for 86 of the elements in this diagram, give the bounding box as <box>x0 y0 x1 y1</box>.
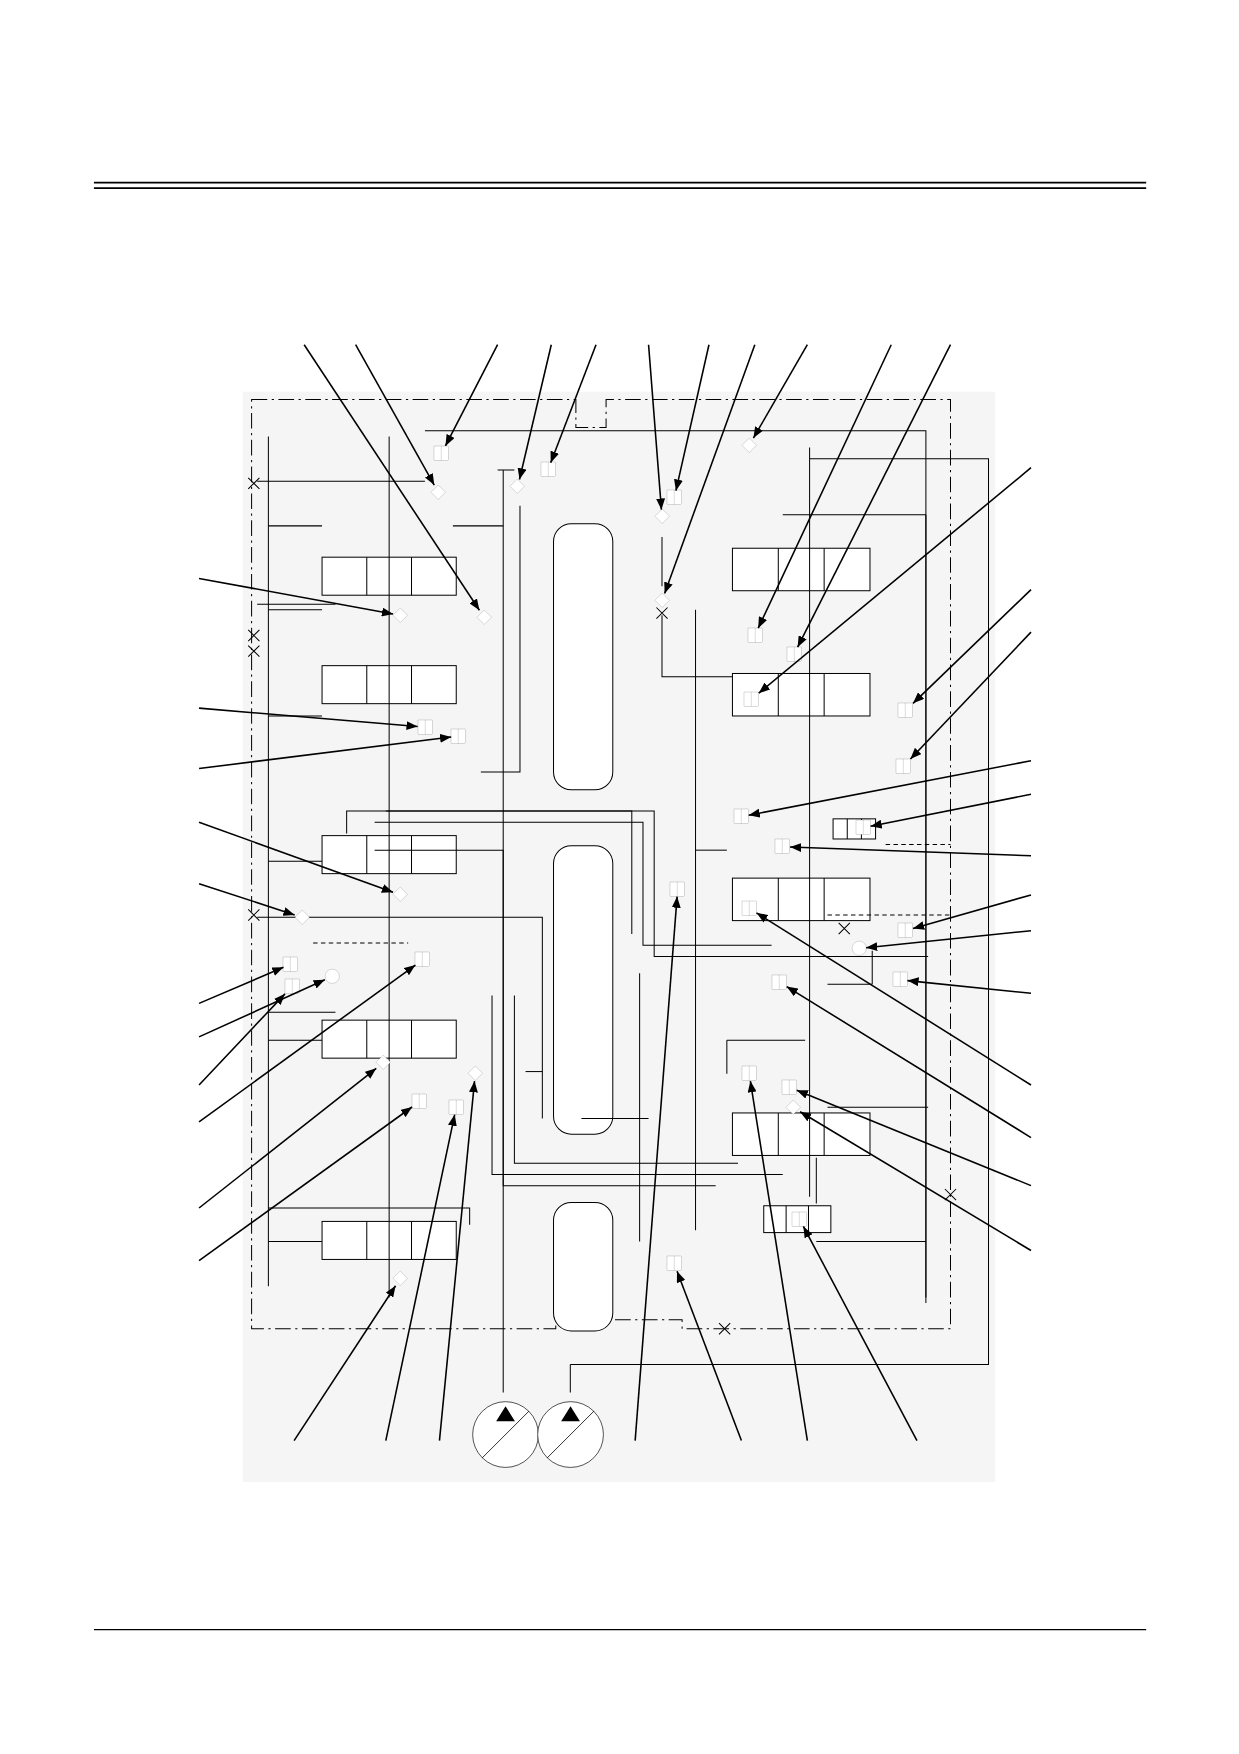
leader-line <box>385 1113 457 1442</box>
leader-line <box>796 343 952 648</box>
check-valve-symbol <box>467 1066 483 1081</box>
pump-symbol <box>471 1401 539 1469</box>
pump-symbol <box>536 1401 604 1469</box>
check-valve-symbol <box>785 1099 801 1115</box>
leader-line <box>785 985 1032 1139</box>
leader-line <box>303 343 481 612</box>
leader-line <box>198 966 285 1005</box>
valve-symbol <box>782 1079 797 1095</box>
check-valve-symbol <box>294 909 310 925</box>
leader-line <box>198 707 419 731</box>
valve-symbol <box>670 881 685 897</box>
valve-symbol <box>417 719 433 735</box>
leader-line <box>674 343 710 492</box>
leader-line <box>755 912 1032 1086</box>
leader-line <box>795 1089 1032 1187</box>
leader-line <box>647 343 665 511</box>
leader-line <box>912 588 1032 705</box>
valve-symbol <box>448 1099 464 1115</box>
leader-line <box>549 343 597 464</box>
leader-line <box>747 1080 809 1442</box>
valve-symbol <box>434 445 449 461</box>
leader-line <box>757 466 1032 694</box>
valve-symbol <box>898 702 913 718</box>
leader-line <box>865 929 1032 952</box>
leader-line <box>198 1106 413 1262</box>
leader-line <box>198 577 394 617</box>
leader-line <box>198 882 296 916</box>
leader-line <box>293 1284 397 1442</box>
leader-line <box>198 1067 378 1209</box>
valve-symbol <box>412 1094 427 1109</box>
leader-line <box>802 1225 918 1442</box>
leader-line <box>198 733 452 770</box>
leader-line <box>198 993 286 1086</box>
leader-line <box>757 343 892 629</box>
leader-line <box>663 343 756 595</box>
leader-line <box>789 843 1032 857</box>
valve-symbol <box>540 462 556 477</box>
valve-symbol <box>792 1211 807 1227</box>
valve-symbol <box>896 758 911 774</box>
leader-line <box>906 977 1032 995</box>
valve-symbol <box>786 646 802 662</box>
leader-line <box>438 1080 478 1442</box>
valve-symbol <box>734 809 749 824</box>
leader-line <box>912 894 1032 930</box>
leader-line <box>634 895 681 1442</box>
valve-symbol <box>667 1256 682 1271</box>
valve-symbol <box>898 923 913 938</box>
valve-symbol <box>775 839 790 854</box>
valve-symbol <box>741 1066 757 1081</box>
leader-line <box>752 343 809 439</box>
leader-line <box>799 1110 1032 1252</box>
check-valve-symbol <box>510 479 525 494</box>
valve-symbol <box>744 691 759 707</box>
valve-symbol <box>451 728 466 744</box>
valve-symbol <box>856 820 871 835</box>
check-valve-symbol <box>376 1055 391 1070</box>
valve-symbol <box>415 952 430 967</box>
check-valve-symbol <box>476 610 492 625</box>
shuttle-valve-symbol <box>324 968 340 984</box>
valve-symbol <box>283 956 298 972</box>
valve-symbol <box>284 979 300 994</box>
valve-symbol <box>741 900 757 916</box>
check-valve-symbol <box>393 1270 408 1286</box>
check-valve-symbol <box>393 607 408 623</box>
leader-line <box>198 821 394 894</box>
leader-line <box>354 343 436 486</box>
leader-line <box>869 793 1032 829</box>
leader-line <box>676 1270 743 1442</box>
valve-symbol <box>747 627 763 643</box>
leader-line <box>909 631 1032 760</box>
leader-line <box>198 964 417 1123</box>
check-valve-symbol <box>654 509 670 524</box>
check-valve-symbol <box>393 887 408 902</box>
check-valve-symbol <box>431 484 446 500</box>
shuttle-valve-symbol <box>851 941 867 956</box>
leader-line <box>198 979 326 1038</box>
leader-line <box>517 343 553 481</box>
leader-line <box>747 759 1032 818</box>
valve-symbol <box>892 972 908 987</box>
check-valve-symbol <box>654 593 670 608</box>
check-valve-symbol <box>741 437 757 453</box>
valve-symbol <box>772 974 787 990</box>
valve-symbol <box>667 490 682 505</box>
leader-line <box>444 343 499 447</box>
